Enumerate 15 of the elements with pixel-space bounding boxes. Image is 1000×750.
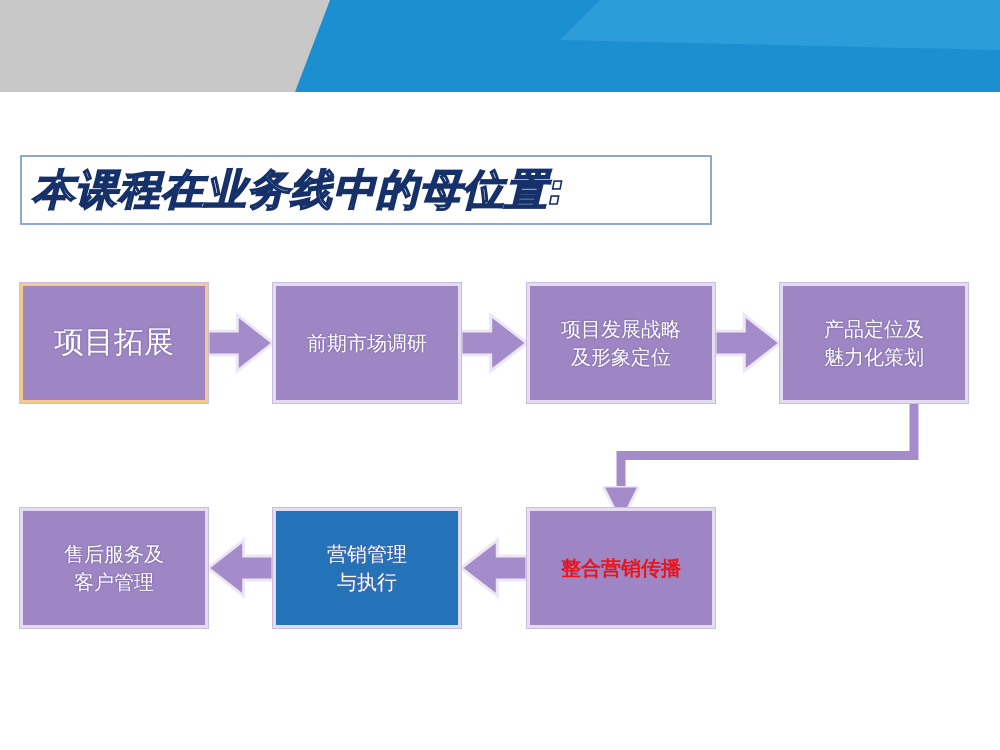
process-box	[273, 283, 461, 403]
process-box	[20, 283, 208, 403]
highlighted-process-box	[273, 508, 461, 628]
process-box	[20, 508, 208, 628]
process-box	[527, 508, 715, 628]
box-label: 营销管理与执行	[326, 541, 408, 596]
box-label: 前期市场调研	[307, 330, 427, 357]
box-label: 售后服务及客户管理	[63, 541, 165, 596]
box-label: 项目发展战略及形象定位	[560, 316, 682, 371]
box-label: 整合营销传播	[561, 555, 681, 582]
title: 本课程在业务线中的母位置:	[32, 164, 566, 216]
process-box	[527, 283, 715, 403]
box-label: 项目拓展	[54, 324, 174, 362]
box-label: 产品定位及魅力化策划	[823, 316, 925, 371]
process-box	[780, 283, 968, 403]
